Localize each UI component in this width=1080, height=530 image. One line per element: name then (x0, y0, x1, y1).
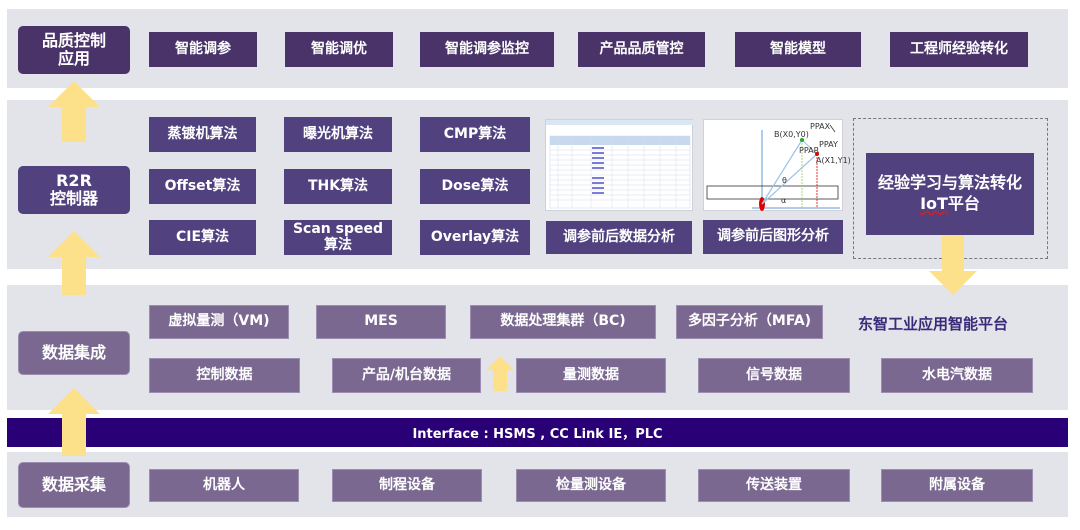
integration-data-item[interactable]: 量测数据 (516, 358, 666, 393)
r2r-label-line2: 控制器 (49, 189, 98, 208)
point-a-label: A(X1,Y1) (816, 156, 851, 165)
theta-label: θ (782, 176, 787, 185)
integration-item[interactable]: 虚拟量测（VM) (149, 305, 289, 339)
algorithm-item[interactable]: CMP算法 (420, 117, 530, 152)
algorithm-item-line2: 算法 (324, 236, 352, 253)
algorithm-item[interactable]: Overlay算法 (420, 220, 530, 255)
quality-label-line2: 应用 (57, 49, 90, 68)
collection-item[interactable]: 制程设备 (332, 469, 482, 502)
up-arrow-icon (484, 356, 516, 391)
integration-item[interactable]: 多因子分析（MFA) (676, 305, 823, 339)
quality-item[interactable]: 智能调参监控 (420, 32, 554, 67)
platform-title: 东智工业应用智能平台 (858, 315, 1009, 333)
integration-layer-label: 数据集成 (18, 331, 130, 375)
point-b-label: B(X0,Y0) (774, 130, 809, 139)
platform-text: 平台 (947, 194, 980, 213)
collection-item[interactable]: 传送装置 (698, 469, 850, 502)
iot-text: IoT (920, 194, 948, 213)
algorithm-item[interactable]: CIE算法 (149, 220, 256, 255)
algorithm-item[interactable]: Dose算法 (420, 169, 530, 204)
graph-analysis-diagram: B(X0,Y0) A(X1,Y1) PPAX PPAY PPAR θ α (703, 119, 851, 211)
iot-platform-line1: 经验学习与算法转化 (877, 173, 1022, 193)
r2r-label-line1: R2R (56, 171, 92, 191)
algorithm-item-line1: Scan speed (292, 221, 384, 238)
integration-item[interactable]: 数据处理集群（BC) (470, 305, 656, 339)
quality-item[interactable]: 产品品质管控 (578, 32, 705, 67)
algorithm-item[interactable]: 曝光机算法 (284, 117, 392, 152)
up-arrow-icon (44, 388, 104, 456)
iot-platform-box[interactable]: 经验学习与算法转化 IoT平台 (866, 153, 1034, 235)
integration-data-item[interactable]: 水电汽数据 (881, 358, 1033, 393)
down-arrow-icon (929, 235, 977, 295)
r2r-layer-label: R2R 控制器 (18, 166, 130, 214)
collection-item[interactable]: 机器人 (149, 469, 299, 502)
integration-item[interactable]: MES (316, 305, 446, 339)
quality-item[interactable]: 智能模型 (735, 32, 861, 67)
up-arrow-icon (44, 81, 104, 142)
interface-bar: Interface : HSMS , CC Link IE，PLC (7, 418, 1068, 447)
integration-data-item[interactable]: 产品/机台数据 (332, 358, 481, 393)
graph-analysis-button[interactable]: 调参前后图形分析 (703, 220, 843, 254)
integration-data-item[interactable]: 控制数据 (149, 358, 300, 393)
data-analysis-button[interactable]: 调参前后数据分析 (546, 221, 692, 254)
algorithm-item[interactable]: 蒸镀机算法 (149, 117, 256, 152)
up-arrow-icon (44, 231, 104, 295)
ppar-label: PPAR (799, 146, 820, 155)
algorithm-item[interactable]: Offset算法 (149, 169, 256, 204)
quality-item[interactable]: 智能调参 (149, 32, 257, 67)
iot-platform-line2: IoT平台 (920, 194, 980, 215)
collection-item[interactable]: 检量测设备 (516, 469, 666, 502)
algorithm-item[interactable]: Scan speed 算法 (284, 220, 392, 255)
alpha-label: α (781, 196, 787, 205)
quality-label-line1: 品质控制 (41, 31, 106, 51)
integration-data-item[interactable]: 信号数据 (698, 358, 850, 393)
collection-item[interactable]: 附属设备 (881, 469, 1033, 502)
quality-item[interactable]: 工程师经验转化 (890, 32, 1028, 67)
table-preview-image (546, 120, 694, 209)
quality-layer-label: 品质控制 应用 (18, 26, 130, 74)
algorithm-item[interactable]: THK算法 (284, 169, 392, 204)
geometry-diagram (706, 124, 840, 211)
quality-item[interactable]: 智能调优 (285, 32, 393, 67)
ppay-label: PPAY (819, 140, 838, 149)
ppax-label: PPAX (810, 122, 831, 131)
collection-layer-label: 数据采集 (18, 462, 130, 508)
data-analysis-screenshot (545, 119, 694, 211)
